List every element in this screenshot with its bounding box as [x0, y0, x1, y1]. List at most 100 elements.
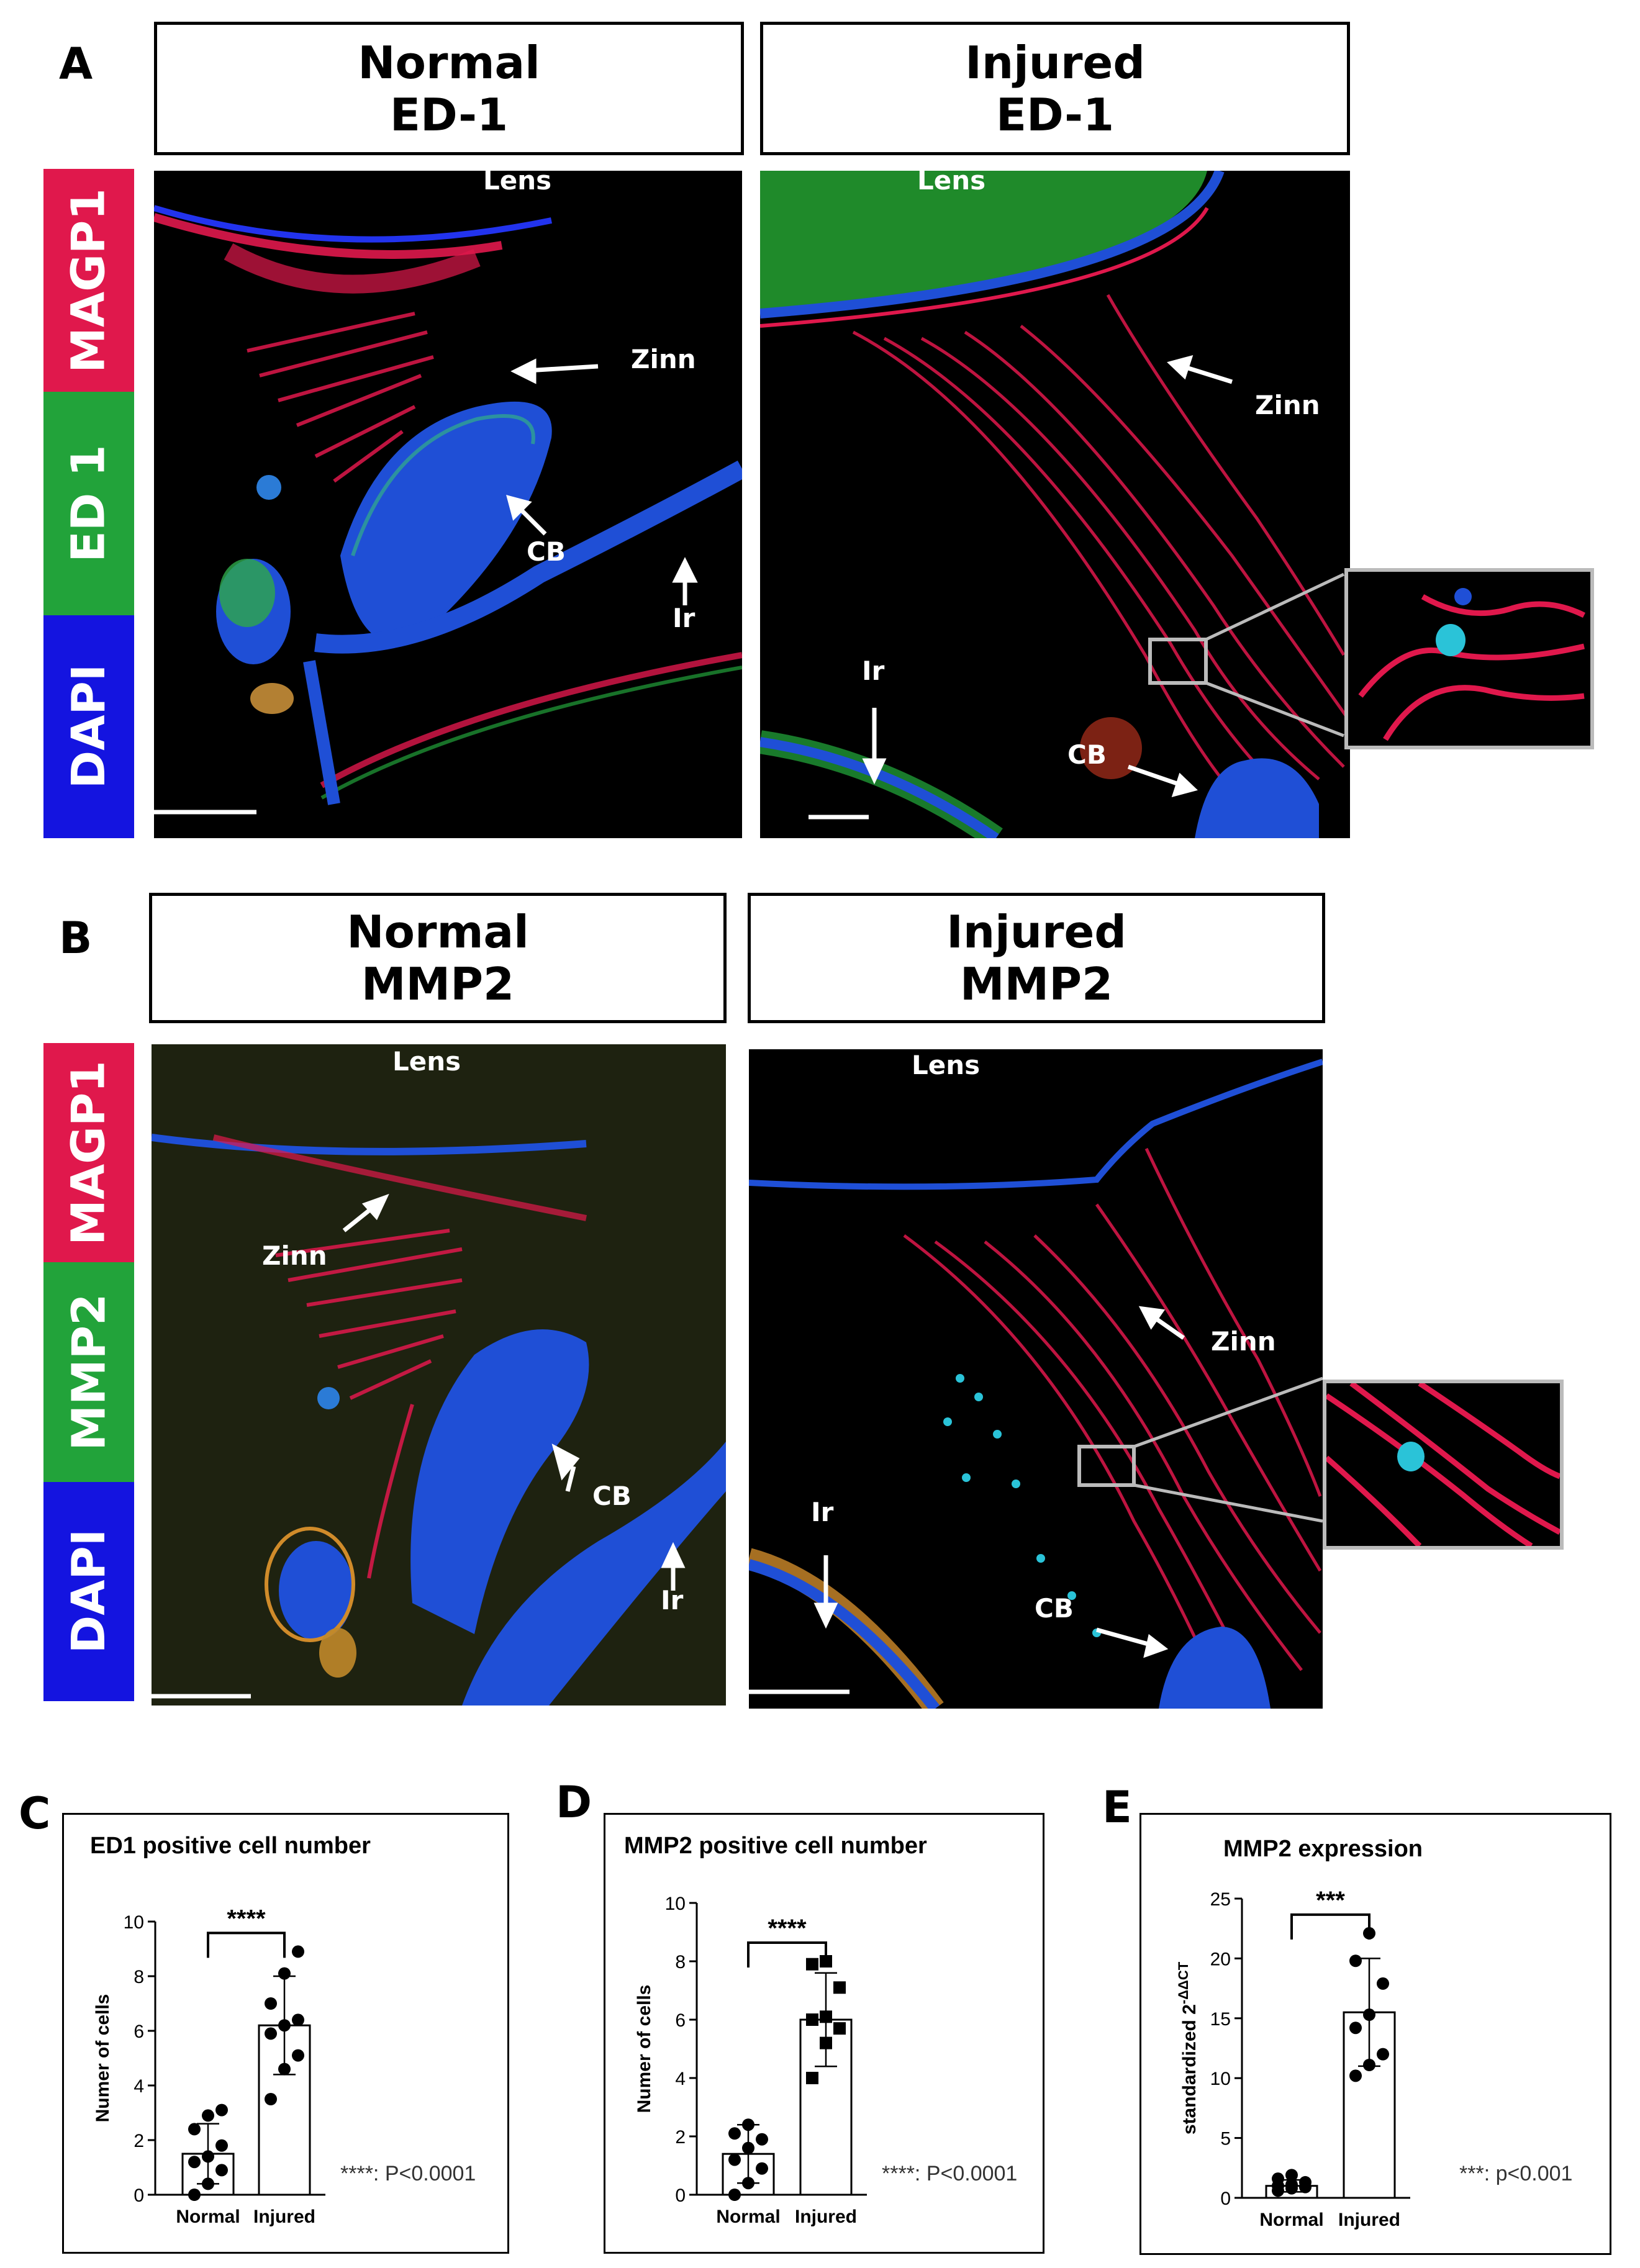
- label-ir: Ir: [673, 603, 695, 633]
- micrograph-a-injured: Lens Zinn Ir CB: [760, 171, 1350, 838]
- data-point: [215, 2164, 228, 2177]
- label-cb: CB: [1067, 739, 1107, 770]
- label-zinn: Zinn: [1211, 1326, 1276, 1357]
- data-point: [756, 2162, 768, 2175]
- panel-a-channel-legend: MAGP1 ED 1 DAPI: [43, 169, 134, 838]
- channel-mmp2: MMP2: [43, 1262, 134, 1482]
- title-condition: Normal: [347, 906, 529, 958]
- label-ir: Ir: [661, 1585, 684, 1615]
- data-point: [188, 2123, 201, 2136]
- data-point: [278, 2019, 291, 2032]
- y-tick-label: 10: [124, 1912, 144, 1933]
- channel-dapi: DAPI: [43, 615, 134, 838]
- data-point: [265, 2027, 277, 2040]
- micrograph-a-normal: Lens Zinn CB Ir: [154, 171, 742, 838]
- x-tick-label: Injured: [1338, 2210, 1400, 2230]
- y-tick-label: 2: [134, 2131, 144, 2151]
- data-point: [1363, 2058, 1375, 2071]
- data-point: [1349, 2069, 1362, 2082]
- title-marker: MMP2: [959, 958, 1113, 1010]
- x-tick-label: Injured: [795, 2207, 857, 2227]
- y-tick-label: 0: [1220, 2189, 1231, 2209]
- y-tick-label: 6: [134, 2022, 144, 2042]
- chart-title: ED1 positive cell number: [90, 1833, 371, 1859]
- y-tick-label: 0: [134, 2185, 144, 2206]
- y-tick-label: 25: [1210, 1889, 1231, 1910]
- significance-bracket: [207, 1931, 286, 1958]
- micrograph-b-injured: Lens Zinn Ir CB: [749, 1049, 1323, 1709]
- data-point: [1363, 2008, 1375, 2022]
- panel-b-right-title: Injured MMP2: [748, 893, 1325, 1023]
- data-point: [292, 1945, 304, 1958]
- data-point: [742, 2118, 754, 2131]
- significance-bracket: [1290, 1913, 1370, 1940]
- data-point: [820, 2010, 832, 2023]
- title-marker: MMP2: [361, 958, 515, 1010]
- chart-title: MMP2 positive cell number: [624, 1833, 927, 1859]
- chart-d-pvalue-note: ****: P<0.0001: [882, 2162, 1018, 2185]
- data-point: [1285, 2178, 1298, 2191]
- channel-magp1: MAGP1: [43, 1043, 134, 1263]
- title-condition: Injured: [946, 906, 1126, 958]
- y-tick-label: 4: [134, 2076, 144, 2097]
- y-tick-label: 15: [1210, 2009, 1231, 2030]
- label-cb: CB: [527, 536, 566, 567]
- data-point: [833, 1981, 846, 1994]
- x-tick-label: Injured: [253, 2207, 315, 2227]
- data-point: [728, 2127, 741, 2140]
- inset-b-zoom: [1323, 1380, 1564, 1550]
- label-lens: Lens: [912, 1050, 980, 1080]
- data-point: [292, 2049, 304, 2062]
- significance-bracket: [747, 1941, 827, 1968]
- data-point: [1272, 2172, 1284, 2185]
- panel-a-right-title: Injured ED-1: [760, 22, 1350, 155]
- panel-a-letter: A: [59, 38, 93, 89]
- data-point: [202, 2150, 214, 2163]
- data-point: [806, 1958, 818, 1971]
- inset-a-zoom: [1344, 568, 1594, 749]
- data-point: [1377, 1977, 1389, 1990]
- data-point: [188, 2189, 201, 2201]
- label-lens: Lens: [392, 1046, 461, 1077]
- y-axis-label: Numer of cells: [634, 1985, 655, 2113]
- data-point: [728, 2153, 741, 2166]
- title-condition: Normal: [358, 36, 540, 89]
- panel-a-left-title: Normal ED-1: [154, 22, 744, 155]
- chart-title: MMP2 expression: [1223, 1836, 1423, 1862]
- y-tick-label: 10: [665, 1894, 686, 1914]
- data-point: [278, 1967, 291, 1980]
- chart-c-pvalue-note: ****: P<0.0001: [340, 2162, 476, 2185]
- chart-e-pvalue-note: ***: p<0.001: [1459, 2162, 1573, 2185]
- data-point: [833, 2022, 846, 2035]
- panel-b-channel-legend: MAGP1 MMP2 DAPI: [43, 1043, 134, 1701]
- data-point: [215, 2103, 228, 2117]
- title-condition: Injured: [965, 36, 1145, 89]
- label-lens: Lens: [483, 171, 551, 196]
- data-point: [1349, 1954, 1362, 1968]
- data-point: [188, 2156, 201, 2169]
- y-tick-label: 8: [134, 1967, 144, 1987]
- x-tick-label: Normal: [716, 2207, 780, 2227]
- data-point: [1349, 2022, 1362, 2035]
- data-point: [278, 2062, 291, 2076]
- channel-magp1: MAGP1: [43, 169, 134, 392]
- significance-stars: ****: [227, 1905, 266, 1932]
- data-point: [215, 2139, 228, 2152]
- channel-ed1: ED 1: [43, 392, 134, 615]
- micrograph-b-normal: Lens Zinn CB Ir: [152, 1044, 726, 1706]
- panel-c-letter: C: [19, 1788, 51, 1839]
- panel-e-letter: E: [1102, 1782, 1132, 1833]
- data-point: [728, 2189, 741, 2201]
- data-point: [806, 2072, 818, 2084]
- data-point: [756, 2133, 768, 2146]
- data-point: [1299, 2175, 1312, 2189]
- x-tick-label: Normal: [176, 2207, 240, 2227]
- y-tick-label: 2: [675, 2127, 686, 2148]
- data-point: [202, 2177, 214, 2190]
- significance-stars: ****: [768, 1915, 807, 1942]
- title-marker: ED-1: [389, 88, 509, 141]
- label-zinn: Zinn: [262, 1240, 327, 1271]
- data-point: [742, 2177, 754, 2190]
- channel-dapi: DAPI: [43, 1481, 134, 1701]
